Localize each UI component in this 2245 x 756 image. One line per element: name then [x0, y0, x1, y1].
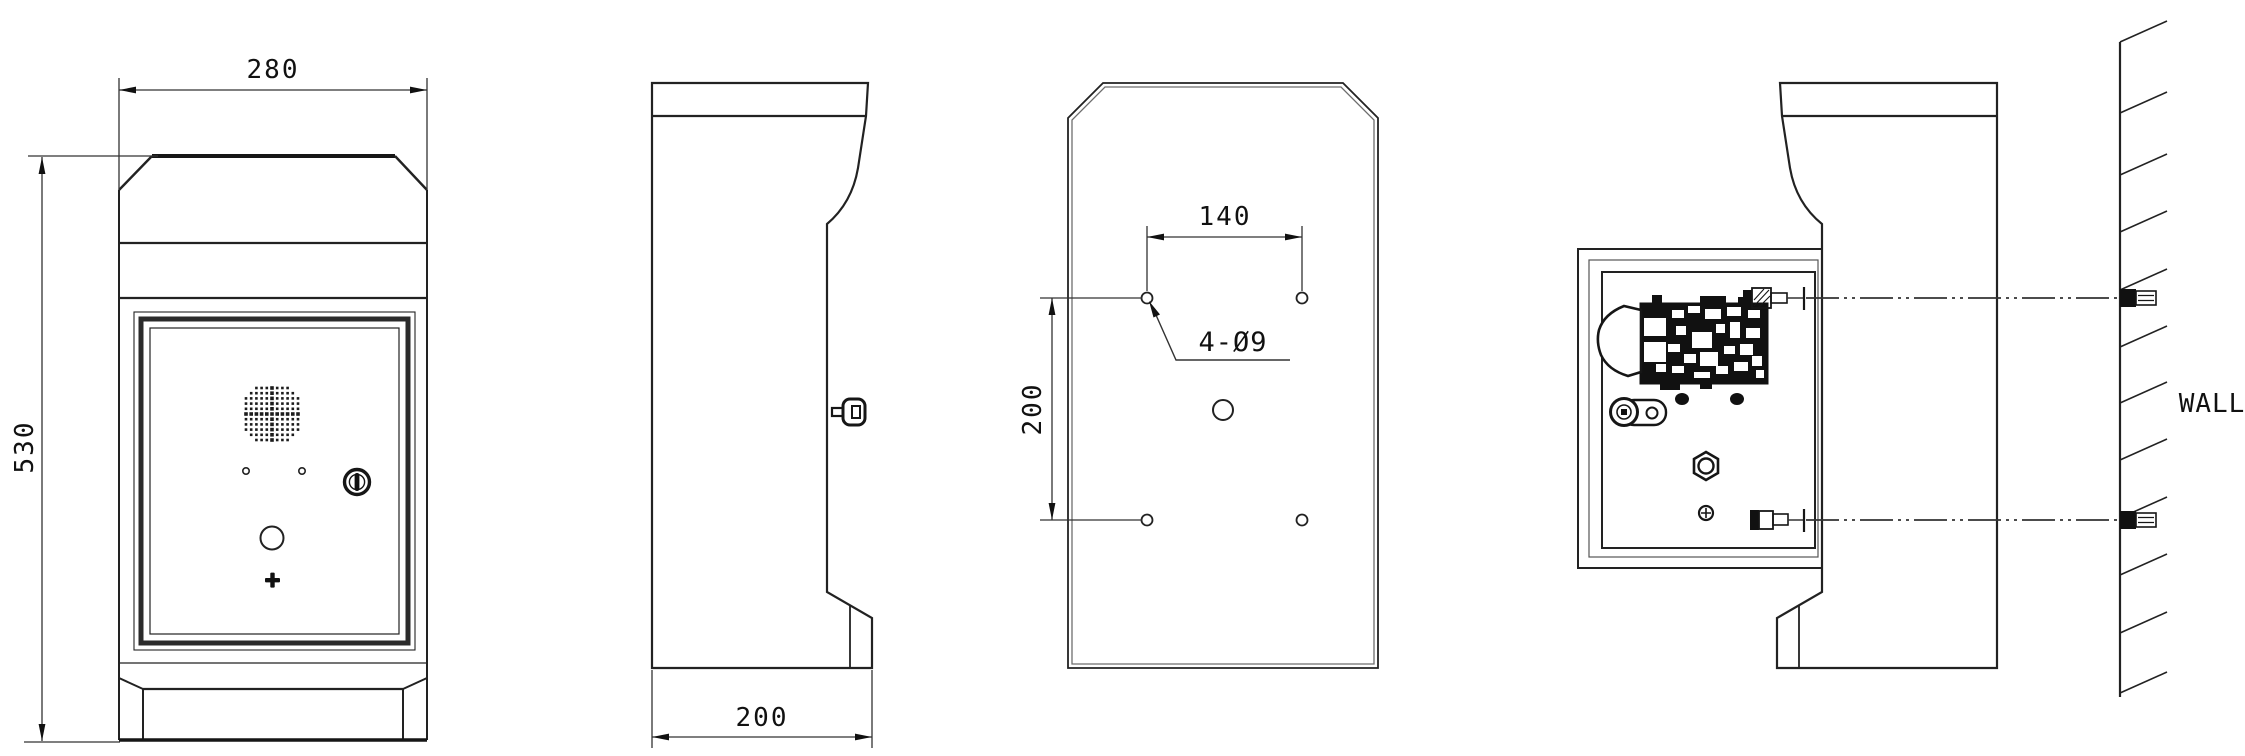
- mounting-hole-bottom-left: [1140, 513, 1154, 527]
- back-outline-inner: [1071, 86, 1375, 665]
- panel-outer-thin: [133, 311, 416, 651]
- cable-hole: [1212, 399, 1234, 421]
- front-base-bevel-right: [402, 677, 428, 690]
- side-lock-key: [830, 397, 867, 427]
- box-plate: [1601, 271, 1816, 549]
- dim-arrow: [1285, 233, 1302, 241]
- wall-mount-view: [1577, 81, 2120, 670]
- callout-back-holes: 4-Ø9: [1149, 301, 1290, 361]
- anchor-bottom: [2120, 511, 2157, 529]
- dim-front-height: 530: [10, 155, 158, 743]
- front-top-bevel-right: [394, 155, 428, 191]
- front-view: [118, 154, 428, 742]
- pcb-components: [1644, 306, 1764, 378]
- screw-hole-left: [242, 466, 251, 475]
- call-button: [259, 525, 285, 551]
- standoff-right: [1730, 393, 1744, 405]
- box-outer: [1577, 248, 1823, 569]
- dim-back-hole-spacing-x-label: 140: [1199, 202, 1252, 232]
- speaker-rear: [1596, 304, 1643, 378]
- callout-back-holes-label: 4-Ø9: [1198, 327, 1267, 358]
- wall-section: WALL: [2118, 20, 2245, 697]
- dim-front-width-label: 280: [247, 55, 300, 85]
- dim-arrow: [652, 733, 669, 741]
- dim-arrow: [1048, 298, 1056, 315]
- callout-arrow: [1149, 301, 1160, 318]
- dim-arrow: [410, 86, 427, 94]
- mounting-hole-top-right: [1295, 291, 1309, 305]
- front-top-bevel-left: [118, 155, 153, 191]
- back-view: [1067, 82, 1379, 669]
- side-view: [650, 81, 874, 670]
- lock-icon: [342, 467, 372, 497]
- panel-frame: [138, 316, 411, 646]
- dim-back-hole-spacing-y-label: 200: [1018, 383, 1048, 436]
- bolt-top: [1743, 287, 1806, 310]
- bolt-bottom: [1750, 509, 1806, 532]
- cross-marker: [265, 572, 280, 588]
- box-middle: [1588, 259, 1819, 558]
- dim-arrow: [855, 733, 872, 741]
- dim-side-depth: 200: [651, 670, 873, 748]
- pcb-board: [1639, 295, 1769, 390]
- speaker-grille: [244, 386, 300, 442]
- cable-gland-nut: [1692, 450, 1720, 482]
- screw-hole-right: [297, 466, 306, 475]
- dim-back-hole-spacing-y: 200: [1018, 297, 1142, 521]
- dim-arrow: [38, 157, 46, 174]
- lock-assembly: [1609, 397, 1668, 427]
- mounting-hole-bottom-right: [1295, 513, 1309, 527]
- mount-device-outline: [1775, 81, 1999, 670]
- dim-arrow: [1048, 503, 1056, 520]
- dim-front-width: 280: [118, 55, 428, 190]
- back-outline-outer: [1067, 82, 1379, 669]
- open-enclosure-box: [1577, 248, 1823, 569]
- wall-label: WALL: [2179, 389, 2245, 419]
- dim-arrow: [119, 86, 136, 94]
- dim-arrow: [38, 724, 46, 741]
- wall-hatching: [2119, 20, 2168, 694]
- dim-side-depth-label: 200: [736, 703, 789, 733]
- dim-back-hole-spacing-x: 140: [1146, 202, 1303, 291]
- panel-inner-thin: [149, 327, 400, 635]
- bolt-end-view: [1697, 504, 1715, 522]
- dim-front-height-label: 530: [10, 421, 40, 474]
- mounting-hole-top-left: [1140, 291, 1154, 305]
- anchor-top: [2120, 289, 2157, 307]
- side-outline: [650, 81, 874, 670]
- standoff-left: [1675, 393, 1689, 405]
- dim-arrow: [1147, 233, 1164, 241]
- callout-leader: [1151, 305, 1290, 361]
- front-base-bevel-left: [118, 677, 144, 690]
